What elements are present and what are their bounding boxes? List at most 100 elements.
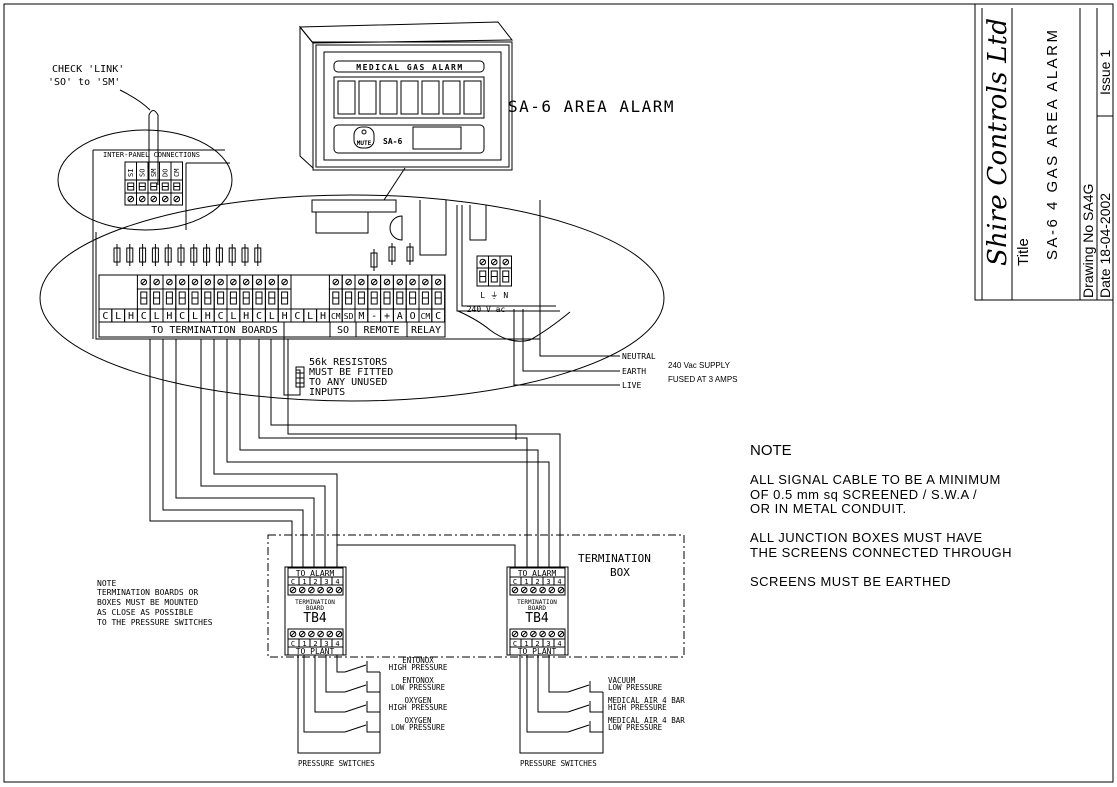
screw-slot xyxy=(318,631,323,637)
title-block: Shire Controls Ltd Title SA-6 4 GAS AREA… xyxy=(974,4,1113,301)
alarm-screw-row xyxy=(509,584,566,596)
resistor-icon xyxy=(151,247,159,263)
screw-icon xyxy=(383,278,391,286)
screw-slot xyxy=(174,196,180,202)
inter-panel-terminal-label: CM xyxy=(173,169,181,177)
screw-icon xyxy=(530,630,537,638)
screw-icon xyxy=(166,278,173,286)
board-name: TB4 xyxy=(525,611,549,626)
screw-icon xyxy=(530,586,537,594)
pressure-switches-label: PRESSURE SWITCHES xyxy=(520,759,597,768)
alarm-terminal-label: C xyxy=(513,578,517,586)
screw-icon xyxy=(242,278,250,286)
switch-contact-icon xyxy=(344,724,367,733)
screw-slot xyxy=(435,279,441,285)
screw-slot xyxy=(397,279,403,285)
screw-slot xyxy=(491,259,497,265)
resistor-note-line: TO ANY UNUSED xyxy=(309,377,387,388)
screw-icon xyxy=(548,630,556,638)
board-caption: TERMINATION xyxy=(517,599,557,606)
screw-slot xyxy=(410,279,415,285)
resistor-icon xyxy=(190,247,198,263)
plant-terminal-label: C xyxy=(291,640,295,648)
switch-label: OXYGEN xyxy=(404,696,431,705)
screw-icon xyxy=(326,630,334,638)
terminal-label: L xyxy=(192,311,198,322)
screw-icon xyxy=(548,586,556,594)
screw-slot xyxy=(549,631,555,637)
terminal-label: M xyxy=(358,311,364,322)
left-note-line: NOTE xyxy=(97,579,116,588)
terminal-group-label: SO xyxy=(337,325,349,336)
plant-terminal-label: 2 xyxy=(535,640,539,648)
screw-slot xyxy=(290,587,296,593)
terminal-label: L xyxy=(154,311,160,322)
terminal-label: H xyxy=(166,311,172,322)
to-alarm-label: TO ALARM xyxy=(296,569,335,578)
resistor-icon xyxy=(126,247,134,263)
terminal-label: C xyxy=(218,311,224,322)
screw-icon xyxy=(409,278,416,286)
terminal-label: - xyxy=(371,311,377,322)
resistor-icon xyxy=(164,247,172,263)
screw-slot xyxy=(346,279,351,285)
screw-icon xyxy=(191,278,199,286)
screw-slot xyxy=(299,587,305,593)
screw-icon xyxy=(140,278,148,286)
screw-slot xyxy=(371,279,377,285)
resistor-icon xyxy=(370,252,378,268)
company-name: Shire Controls Ltd xyxy=(983,18,1013,266)
switch-wire xyxy=(537,655,568,713)
alarm-terminal-label: 3 xyxy=(546,578,550,586)
screw-slot xyxy=(549,587,555,593)
terminal-label: H xyxy=(282,311,288,322)
screw-icon xyxy=(204,278,212,286)
switch-wire xyxy=(548,655,568,693)
terminal-label: C xyxy=(141,311,147,322)
screw-slot xyxy=(151,196,157,202)
switch-wire xyxy=(589,708,603,713)
alarm-terminal-label: 1 xyxy=(524,578,528,586)
resistor-icon xyxy=(215,247,223,263)
terminal-label: C xyxy=(294,311,300,322)
screw-slot xyxy=(167,279,172,285)
switch-label: LOW PRESSURE xyxy=(391,683,446,692)
screw-slot xyxy=(269,279,275,285)
display-window xyxy=(442,80,461,115)
screw-slot xyxy=(558,587,564,593)
screw-slot xyxy=(218,279,223,285)
switch-contact-icon xyxy=(344,704,367,713)
left-note-line: TO THE PRESSURE SWITCHES xyxy=(97,618,213,627)
terminal-label: H xyxy=(320,311,326,322)
pressure-switches-label: PRESSURE SWITCHES xyxy=(298,759,375,768)
switch-label: VACUUM xyxy=(608,676,636,685)
plant-terminal-label: 1 xyxy=(524,640,528,648)
screw-cell xyxy=(170,192,183,206)
resistor-icon xyxy=(203,247,211,263)
screw-icon xyxy=(520,630,528,638)
live-label: LIVE xyxy=(622,381,641,390)
screw-icon xyxy=(520,586,528,594)
mute-led-icon xyxy=(361,129,367,135)
resistor-note-line: 56k RESISTORS xyxy=(309,357,387,368)
switch-wire xyxy=(526,655,568,733)
plant-terminal-label: 2 xyxy=(313,640,317,648)
supply-label: 240 Vac SUPPLY xyxy=(668,361,731,370)
terminal-label: L xyxy=(115,311,121,322)
switch-label: LOW PRESSURE xyxy=(391,723,446,732)
screw-icon xyxy=(255,278,263,286)
link-note-line2: 'SO' to 'SM' xyxy=(48,77,120,88)
switch-contact-icon xyxy=(344,684,367,693)
display-window xyxy=(421,80,440,115)
screw-slot xyxy=(290,631,296,637)
alarm-terminal-label: 1 xyxy=(302,578,306,586)
screw-slot xyxy=(282,279,287,285)
note-line: ALL SIGNAL CABLE TO BE A MINIMUM xyxy=(750,472,1001,487)
power-terminal-label: N xyxy=(503,291,508,300)
left-note-line: AS CLOSE AS POSSIBLE xyxy=(97,608,194,617)
screw-icon xyxy=(335,586,343,594)
screw-slot xyxy=(512,631,518,637)
title-label: Title xyxy=(1015,238,1032,266)
screw-icon xyxy=(370,278,378,286)
